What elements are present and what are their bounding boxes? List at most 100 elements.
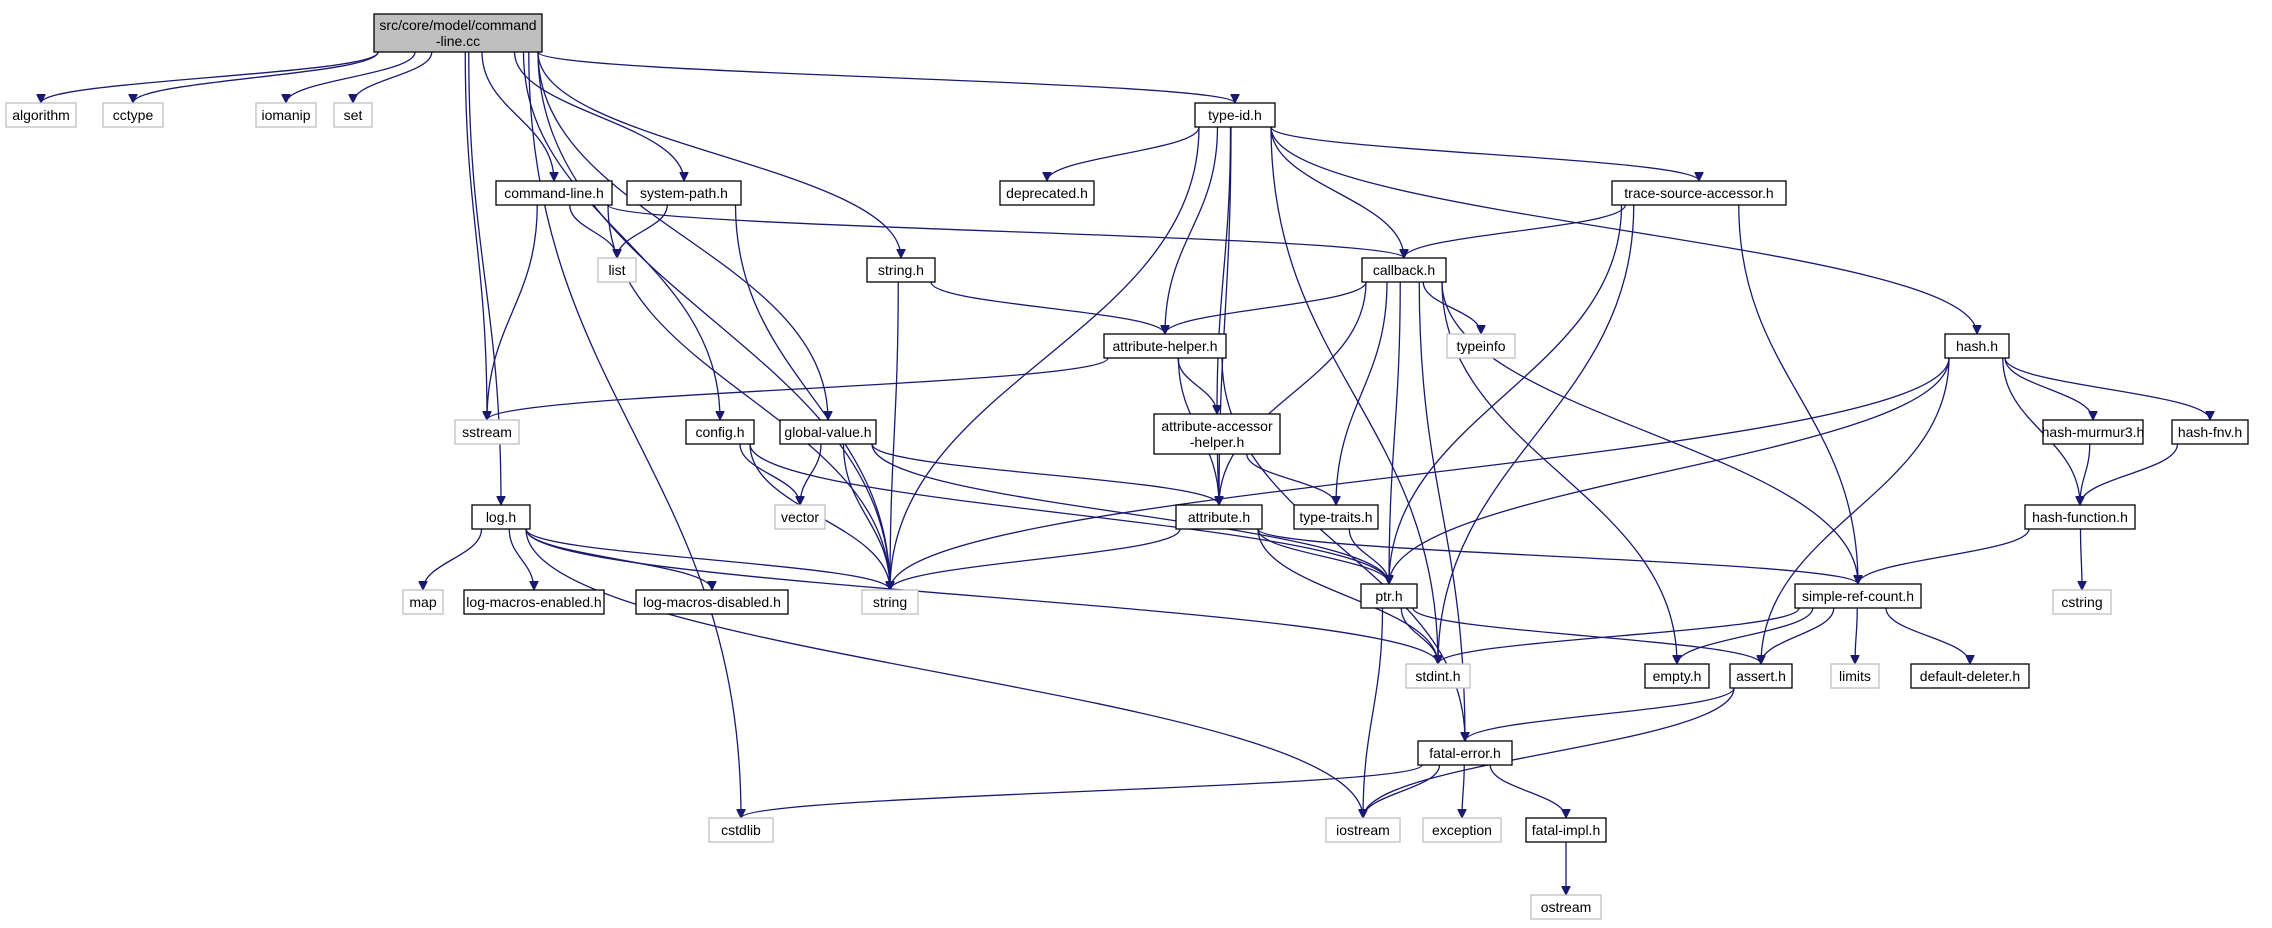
- node-attribute-accessor-helper[interactable]: attribute-accessor-helper.h: [1153, 413, 1281, 455]
- edge-simple-ref-count-to-default-deleter: [1885, 607, 1970, 665]
- edge-global-value-to-string-std: [842, 443, 891, 590]
- edge-root-to-algorithm: [41, 51, 379, 104]
- edge-log-to-map: [423, 528, 483, 591]
- edge-system-path-to-string-std: [734, 204, 891, 590]
- node-label: global-value.h: [784, 424, 871, 440]
- node-label: map: [409, 594, 436, 610]
- node-label: set: [344, 107, 363, 123]
- node-log-macros-enabled[interactable]: log-macros-enabled.h: [463, 589, 605, 615]
- node-ptr[interactable]: ptr.h: [1360, 583, 1418, 609]
- node-label: string: [873, 594, 907, 610]
- node-system-path[interactable]: system-path.h: [626, 180, 742, 206]
- node-type-traits[interactable]: type-traits.h: [1293, 504, 1379, 530]
- edge-type-id-to-attribute-helper: [1165, 126, 1219, 334]
- node-log-macros-disabled[interactable]: log-macros-disabled.h: [635, 589, 789, 615]
- edge-root-to-type-id: [537, 51, 1235, 104]
- node-default-deleter[interactable]: default-deleter.h: [1910, 663, 2030, 689]
- node-hash-fnv[interactable]: hash-fnv.h: [2171, 419, 2249, 445]
- node-label: trace-source-accessor.h: [1624, 185, 1773, 201]
- edge-trace-source-accessor-to-ptr: [1389, 204, 1623, 584]
- node-exception: exception: [1422, 817, 1502, 843]
- node-label: system-path.h: [640, 185, 728, 201]
- edge-ptr-to-assert: [1412, 607, 1761, 665]
- node-label: typeinfo: [1456, 338, 1505, 354]
- edge-type-id-to-hash: [1270, 126, 1977, 334]
- node-label: sstream: [462, 424, 512, 440]
- node-typeinfo: typeinfo: [1446, 333, 1516, 359]
- edge-callback-to-type-traits: [1336, 281, 1388, 505]
- node-algorithm: algorithm: [5, 102, 77, 128]
- node-label: hash.h: [1956, 338, 1998, 354]
- edge-root-to-string-std: [537, 51, 890, 590]
- node-command-line[interactable]: command-line.h: [495, 180, 613, 206]
- edge-root-to-set: [353, 51, 433, 104]
- node-label: log-macros-disabled.h: [643, 594, 781, 610]
- node-hash-function[interactable]: hash-function.h: [2024, 504, 2136, 530]
- node-fatal-impl[interactable]: fatal-impl.h: [1525, 817, 1607, 843]
- node-hash-murmur3[interactable]: hash-murmur3.h: [2042, 419, 2145, 445]
- node-label: hash-function.h: [2032, 509, 2128, 525]
- edge-log-to-string-std: [525, 528, 890, 591]
- edge-type-id-to-callback: [1270, 126, 1404, 258]
- node-label: attribute-accessor: [1161, 418, 1273, 434]
- node-deprecated[interactable]: deprecated.h: [999, 180, 1095, 206]
- edge-hash-to-hash-function: [2002, 357, 2080, 505]
- node-label: cstring: [2061, 594, 2102, 610]
- node-config[interactable]: config.h: [685, 419, 755, 445]
- edge-type-traits-to-ptr: [1348, 528, 1389, 585]
- edge-callback-to-attribute: [1219, 281, 1367, 505]
- node-callback[interactable]: callback.h: [1361, 257, 1447, 283]
- edge-type-id-to-trace-source-accessor: [1270, 126, 1699, 182]
- edge-layer: [41, 51, 2210, 895]
- edge-simple-ref-count-to-empty: [1677, 607, 1814, 665]
- node-label: ptr.h: [1375, 588, 1402, 604]
- edge-fatal-error-to-exception: [1462, 764, 1464, 818]
- node-string-h[interactable]: string.h: [866, 257, 936, 283]
- node-label: vector: [781, 509, 819, 525]
- node-attribute[interactable]: attribute.h: [1175, 504, 1263, 530]
- edge-command-line-to-callback: [607, 204, 1404, 259]
- node-ostream: ostream: [1530, 894, 1602, 920]
- edge-global-value-to-ptr: [871, 443, 1389, 584]
- node-assert[interactable]: assert.h: [1729, 663, 1793, 689]
- edge-trace-source-accessor-to-callback: [1404, 204, 1626, 259]
- node-label: hash-murmur3.h: [2042, 424, 2145, 440]
- node-global-value[interactable]: global-value.h: [779, 419, 877, 445]
- node-label: string.h: [878, 262, 924, 278]
- node-log[interactable]: log.h: [471, 504, 531, 530]
- node-type-id[interactable]: type-id.h: [1194, 102, 1276, 128]
- edge-attribute-helper-to-attribute-accessor-helper: [1177, 357, 1217, 415]
- edge-assert-to-iostream: [1363, 687, 1735, 818]
- edge-callback-to-typeinfo: [1422, 281, 1481, 335]
- node-vector: vector: [774, 504, 826, 530]
- edge-hash-function-to-cstring: [2081, 528, 2083, 590]
- edge-attribute-to-ptr: [1257, 528, 1389, 585]
- edge-root-to-command-line: [481, 51, 554, 181]
- edge-attribute-to-stdint: [1257, 528, 1438, 664]
- edge-root-to-sstream: [464, 51, 487, 420]
- node-simple-ref-count[interactable]: simple-ref-count.h: [1794, 583, 1922, 609]
- edge-attribute-accessor-helper-to-type-traits: [1246, 453, 1336, 506]
- node-iomanip: iomanip: [255, 102, 317, 128]
- node-attribute-helper[interactable]: attribute-helper.h: [1103, 333, 1227, 359]
- edge-trace-source-accessor-to-simple-ref-count: [1738, 204, 1858, 584]
- node-label: cstdlib: [721, 822, 761, 838]
- edge-config-to-vector: [739, 443, 800, 506]
- node-trace-source-accessor[interactable]: trace-source-accessor.h: [1611, 180, 1787, 206]
- node-fatal-error[interactable]: fatal-error.h: [1417, 740, 1513, 766]
- node-root[interactable]: src/core/model/command-line.cc: [373, 13, 543, 53]
- edge-root-to-iomanip: [286, 51, 416, 104]
- edge-root-to-config: [522, 51, 721, 420]
- node-cstring: cstring: [2052, 589, 2112, 615]
- edge-assert-to-fatal-error: [1465, 687, 1735, 742]
- edge-fatal-error-to-cstdlib: [741, 764, 1423, 819]
- node-label: callback.h: [1373, 262, 1435, 278]
- node-hash[interactable]: hash.h: [1944, 333, 2010, 359]
- node-label: log-macros-enabled.h: [466, 594, 601, 610]
- node-empty[interactable]: empty.h: [1644, 663, 1710, 689]
- edge-fatal-error-to-iostream: [1363, 764, 1441, 819]
- node-label: log.h: [486, 509, 516, 525]
- edge-log-to-stdint: [525, 528, 1438, 665]
- edge-simple-ref-count-to-stdint: [1438, 607, 1800, 665]
- edge-type-id-to-string-std: [890, 126, 1200, 590]
